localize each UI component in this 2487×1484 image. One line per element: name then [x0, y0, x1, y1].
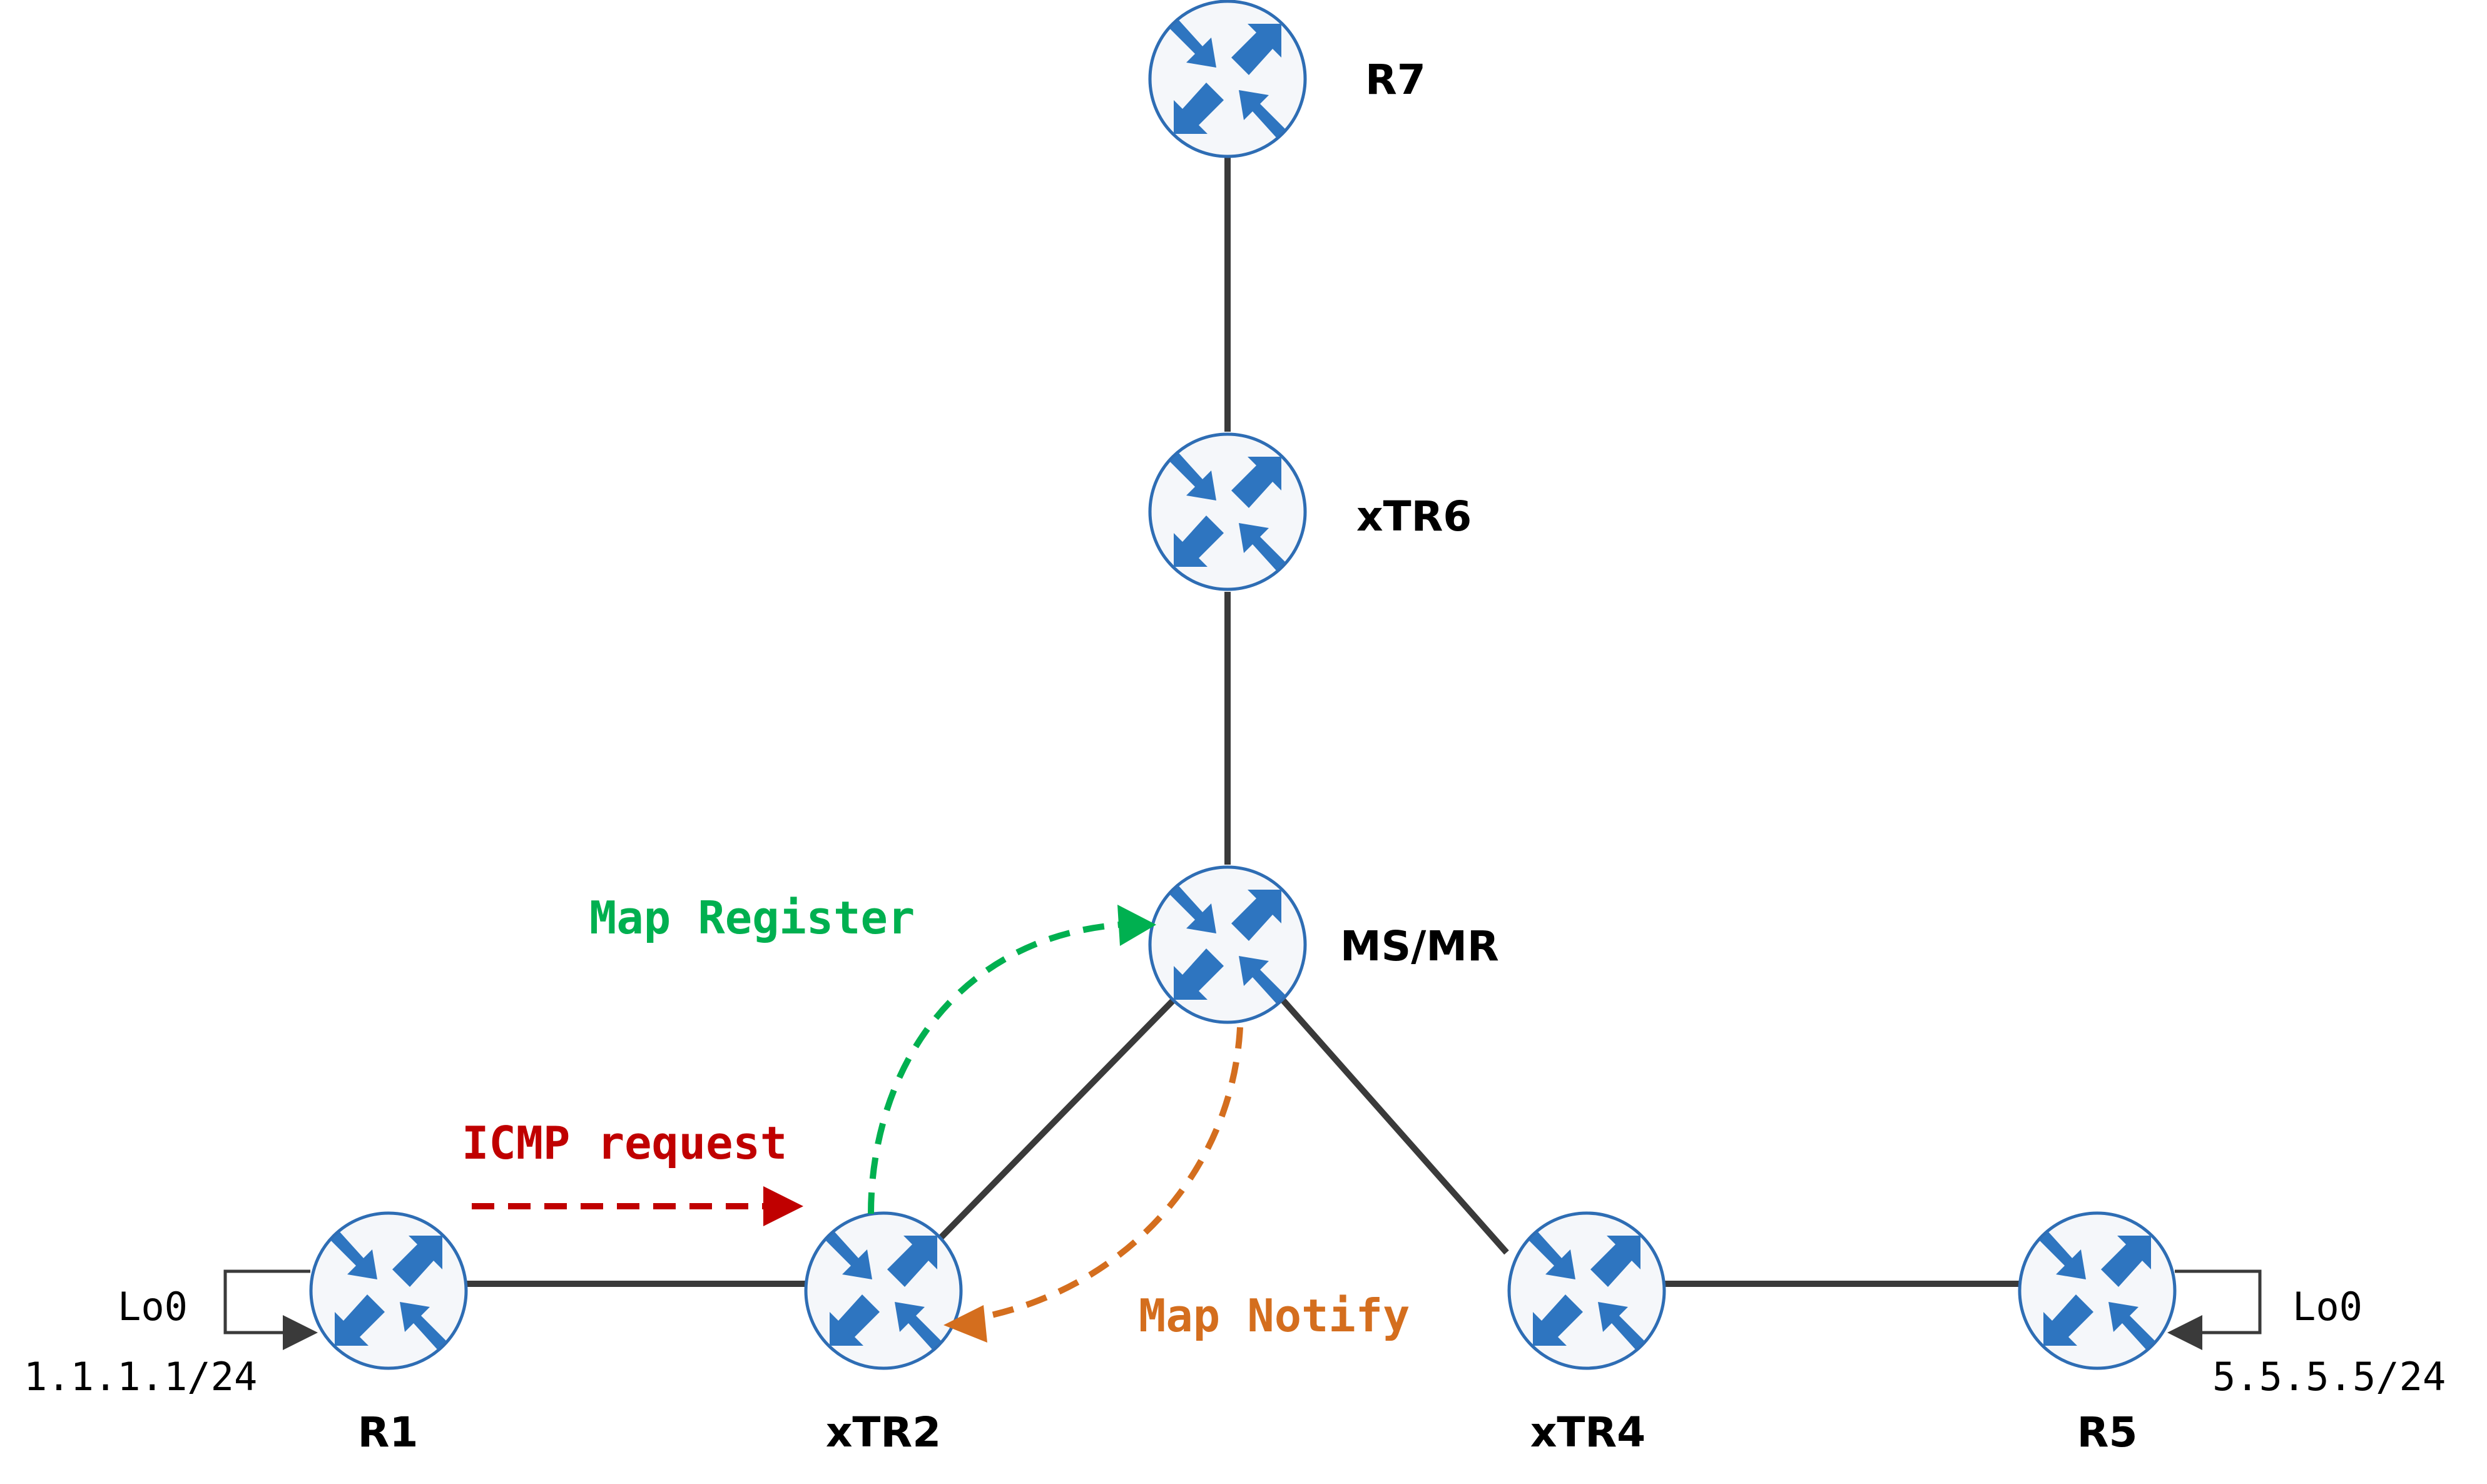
- node-label-r7: R7: [1365, 56, 1426, 104]
- loopback-r1-path: [223, 1269, 310, 1334]
- loopback-interface-r5: Lo0: [2292, 1284, 2362, 1329]
- router-icon: [1150, 434, 1305, 589]
- router-icon: [1509, 1213, 1664, 1368]
- router-icon: [311, 1213, 466, 1368]
- map-notify-label: Map Notify: [1139, 1289, 1410, 1342]
- loopback-interface-r1: Lo0: [118, 1284, 188, 1329]
- loopback-r5-path: [2175, 1269, 2262, 1334]
- node-label-r5: R5: [2077, 1408, 2138, 1456]
- router-icon: [1150, 867, 1305, 1022]
- node-label-xtr2: xTR2: [826, 1408, 941, 1456]
- node-label-msmr: MS/MR: [1340, 922, 1499, 970]
- loopback-r1-arrowhead: [283, 1315, 318, 1350]
- link-msmr-xtr4: [1280, 997, 1509, 1255]
- map-notify-arrowhead: [943, 1305, 987, 1343]
- map-register-arrowhead: [1117, 905, 1156, 946]
- node-label-r1: R1: [358, 1408, 419, 1456]
- node-label-xtr6: xTR6: [1356, 492, 1472, 541]
- map-register-arrow: [868, 922, 1121, 1214]
- router-icon: [1150, 1, 1305, 156]
- loopback-address-r5: 5.5.5.5/24: [2212, 1354, 2446, 1400]
- icmp-request-label: ICMP request: [462, 1117, 787, 1169]
- loopback-address-r1: 1.1.1.1/24: [24, 1354, 257, 1400]
- node-label-xtr4: xTR4: [1530, 1408, 1645, 1456]
- icmp-request-arrowhead: [763, 1186, 803, 1226]
- router-icon: [806, 1213, 961, 1368]
- loopback-r5-arrowhead: [2167, 1315, 2202, 1350]
- router-icon: [2020, 1213, 2175, 1368]
- map-register-label: Map Register: [589, 892, 915, 944]
- map-notify-arrow: [979, 1027, 1243, 1321]
- link-msmr-xtr2: [936, 997, 1176, 1243]
